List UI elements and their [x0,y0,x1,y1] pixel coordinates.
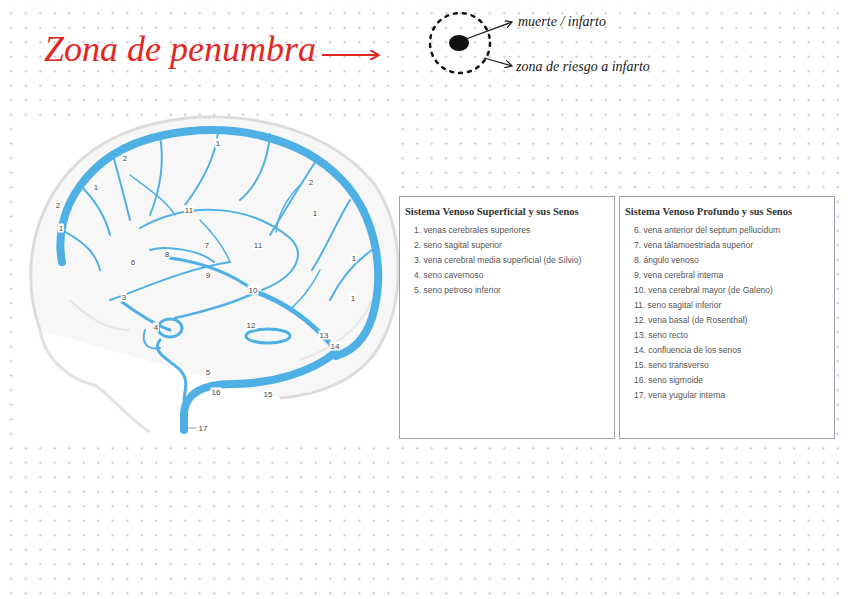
list-item: 8. ángulo venoso [625,253,829,268]
page-title: Zona de penumbra [44,28,316,70]
list-item: 14. confluencia de los senos [625,343,829,358]
list-item: 2. seno sagital superior [405,238,609,253]
callout-number: 3 [121,293,127,302]
callout-number: 2 [55,201,61,210]
table-box: Sistema Venoso Profundo y sus Senos 6. ve… [619,196,835,439]
list-item: 6. vena anterior del septum pellucidum [625,223,829,238]
callout-number: 1 [350,294,356,303]
brain-illustration [15,117,398,436]
pointer-arrow [466,22,512,39]
callout-number: 11 [184,206,194,215]
infarct-core [449,35,469,51]
pointer-arrow [484,58,512,66]
callout-number: 2 [122,154,128,163]
callout-number: 4 [153,323,159,332]
list-item: 1. venas cerebrales superiores [405,223,609,238]
handwritten-note: zona de riesgo a infarto [516,59,650,75]
list-item: 13. seno recto [625,328,829,343]
callout-number: 15 [263,390,274,399]
callout-number: 17 [198,424,209,433]
callout-number: 1 [215,139,221,148]
list-item: 17. vena yugular interna [625,388,829,403]
list-item: 5. seno petroso inferior [405,283,609,298]
callout-number: 12 [246,321,257,330]
table-box: Sistema Venoso Superficial y sus Senos 1.… [399,196,615,439]
penumbra-circle [430,13,490,73]
callout-number: 8 [164,250,170,259]
list-item: 9. vena cerebral interna [625,268,829,283]
list-item: 12. vena basal (de Rosenthal) [625,313,829,328]
callout-number: 1 [312,209,318,218]
callout-number: 2 [308,178,314,187]
callout-number: 16 [211,388,222,397]
callout-number: 10 [248,286,259,295]
callout-number: 1 [93,183,99,192]
callout-number: 13 [319,331,330,340]
list-item: 4. seno cavernoso [405,268,609,283]
list-item: 16. seno sigmoide [625,373,829,388]
callout-number: 5 [205,368,211,377]
callout-number: 7 [204,241,210,250]
callout-number: 1 [351,254,357,263]
red-arrow [322,54,378,56]
list-item: 11. seno sagital inferior [625,298,829,313]
callout-number: 11 [253,241,263,250]
list-item: 7. vena tálamoestriada superior [625,238,829,253]
callout-number: 14 [330,342,341,351]
box-heading: Sistema Venoso Superficial y sus Senos [405,205,609,218]
callout-number: 1 [58,224,64,233]
handwritten-note: muerte / infarto [518,14,606,30]
list-item: 3. vena cerebral media superficial (de S… [405,253,609,268]
list-item: 10. vena cerebral mayor (de Galeno) [625,283,829,298]
callout-number: 6 [130,258,136,267]
callout-number: 9 [205,271,211,280]
box-heading: Sistema Venoso Profundo y sus Senos [625,205,829,218]
list-item: 15. seno transverso [625,358,829,373]
